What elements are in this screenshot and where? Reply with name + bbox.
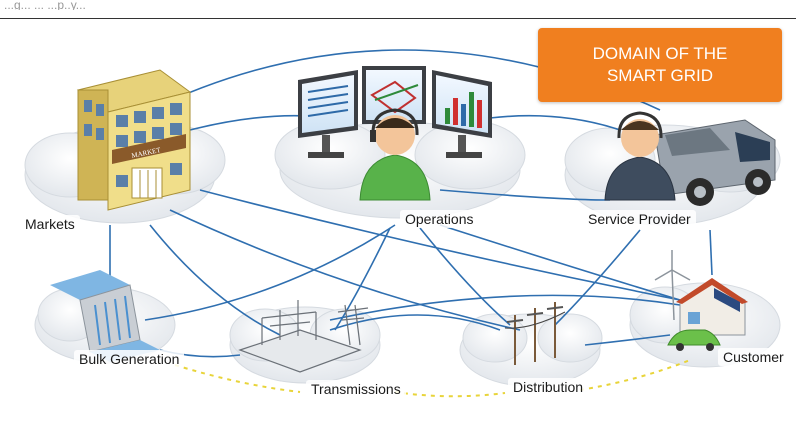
cropped-header-text: ...g... ... ...p..y... (4, 0, 86, 10)
node-label-customer: Customer (718, 348, 789, 366)
link-markets-transmissions (149, 224, 281, 336)
operator-person (359, 108, 431, 201)
link-markets-distribution (169, 209, 521, 331)
domain-title-box: DOMAIN OF THE SMART GRID (538, 28, 782, 102)
link-transmissions-distribution (329, 314, 501, 331)
link-transmissions-customer (329, 294, 681, 321)
link-operations-customer (439, 224, 681, 301)
service-provider-person (604, 111, 676, 201)
market-building: MARKET (76, 69, 192, 211)
customer-house (676, 278, 748, 336)
power-flow-dashed (174, 359, 691, 398)
domain-title-line1: DOMAIN OF THE (592, 44, 728, 63)
connection-lines (109, 49, 713, 358)
electric-car (667, 329, 721, 351)
link-serviceprovider-distribution (554, 229, 641, 326)
link-operations-transmissions (334, 227, 391, 331)
link-operations-serviceprovider (489, 114, 621, 131)
operations-monitors (298, 66, 492, 158)
node-label-markets: Markets (20, 215, 80, 233)
wind-turbine (654, 250, 691, 321)
cloud-distribution (459, 313, 603, 387)
substation (238, 300, 369, 373)
link-operations-bulk (144, 224, 396, 321)
node-label-distribution: Distribution (508, 378, 589, 396)
link-serviceprovider-customer (709, 229, 713, 276)
link-operations-serviceprovider-low (439, 189, 611, 201)
node-label-transmissions: Transmissions (306, 380, 406, 398)
node-label-service-provider: Service Provider (583, 210, 696, 228)
distribution-poles (504, 302, 566, 365)
node-label-operations: Operations (400, 210, 479, 228)
domain-title-line2: SMART GRID (606, 66, 714, 85)
link-operations-distribution (419, 227, 511, 326)
link-distribution-customer (584, 334, 671, 346)
node-label-bulk-generation: Bulk Generation (74, 350, 185, 368)
service-truck (654, 119, 776, 206)
top-rule (0, 18, 796, 19)
